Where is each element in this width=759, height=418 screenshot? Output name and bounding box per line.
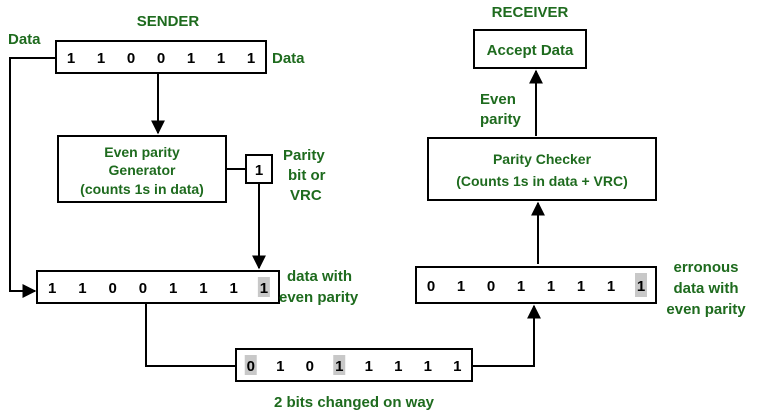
sender-title: SENDER xyxy=(137,13,200,30)
receiver-data-register: 0 1 0 1 1 1 1 1 xyxy=(415,266,657,304)
sender-data-bit: 0 xyxy=(157,50,165,67)
parity-data-bit: 0 xyxy=(139,280,147,297)
sender-data-bit: 1 xyxy=(187,50,195,67)
even-parity-line1: Even xyxy=(480,91,516,108)
parity-data-bit: 1 xyxy=(48,280,56,297)
accept-data-box: Accept Data xyxy=(473,29,587,69)
erroneous-line2: data with xyxy=(673,280,738,297)
channel-line-right xyxy=(472,304,541,367)
parity-data-bit: 1 xyxy=(169,280,177,297)
parity-data-highlight xyxy=(257,277,270,297)
sender-data-register: 1 1 0 0 1 1 1 xyxy=(55,40,267,74)
channel-bit: 1 xyxy=(365,358,373,375)
checker-line1: Parity Checker xyxy=(493,151,592,167)
parity-checker-box: Parity Checker (Counts 1s in data + VRC) xyxy=(427,137,657,201)
data-label: Data xyxy=(272,50,305,67)
bits-changed-label: 2 bits changed on way xyxy=(274,394,435,411)
channel-bit: 1 xyxy=(276,358,284,375)
parity-data-bit: 1 xyxy=(229,280,237,297)
channel-bit: 1 xyxy=(424,358,432,375)
received-bit: 1 xyxy=(517,278,525,295)
received-bit: 1 xyxy=(607,278,615,295)
checker-line2: (Counts 1s in data + VRC) xyxy=(456,173,628,189)
channel-bit: 1 xyxy=(453,358,461,375)
sender-parity-data-register: 1 1 0 0 1 1 1 1 xyxy=(36,270,280,304)
sender-data-bit: 0 xyxy=(127,50,135,67)
received-bit: 0 xyxy=(427,278,435,295)
data-with-parity-line2: even parity xyxy=(279,289,359,306)
received-bit: 1 xyxy=(547,278,555,295)
erroneous-line1: erronous xyxy=(673,259,738,276)
parity-data-bit: 1 xyxy=(199,280,207,297)
data-input-label: Data xyxy=(8,31,41,48)
received-bit: 1 xyxy=(577,278,585,295)
parity-bit-value: 1 xyxy=(255,162,263,179)
channel-bit: 1 xyxy=(394,358,402,375)
accept-data-label: Accept Data xyxy=(487,42,574,59)
parity-label-line2: bit or xyxy=(288,167,326,184)
received-bit: 1 xyxy=(637,278,645,295)
sender-data-bit: 1 xyxy=(67,50,75,67)
parity-bit-box: 1 xyxy=(245,154,273,184)
generator-line1: Even parity xyxy=(104,144,180,160)
parity-label-line3: VRC xyxy=(290,187,322,204)
received-highlight xyxy=(635,273,647,297)
parity-label-line1: Parity xyxy=(283,147,325,164)
channel-bit: 0 xyxy=(306,358,314,375)
channel-bit: 0 xyxy=(247,358,255,375)
sender-data-bit: 1 xyxy=(217,50,225,67)
received-bit: 1 xyxy=(457,278,465,295)
even-parity-line2: parity xyxy=(480,111,522,128)
channel-line-left xyxy=(145,303,236,367)
generator-line2: Generator xyxy=(109,162,176,178)
generator-line3: (counts 1s in data) xyxy=(80,181,204,197)
data-with-parity-line1: data with xyxy=(287,268,352,285)
erroneous-line3: even parity xyxy=(666,301,746,318)
parity-data-bit: 1 xyxy=(78,280,86,297)
channel-highlight xyxy=(333,355,346,375)
channel-register: 0 1 0 1 1 1 1 1 xyxy=(235,348,473,382)
received-bit: 0 xyxy=(487,278,495,295)
sender-data-bit: 1 xyxy=(97,50,105,67)
parity-data-bit: 1 xyxy=(260,280,268,297)
parity-generator-box: Even parity Generator (counts 1s in data… xyxy=(57,135,227,203)
channel-bit: 1 xyxy=(335,358,343,375)
receiver-title: RECEIVER xyxy=(492,4,569,21)
channel-highlight xyxy=(244,355,257,375)
sender-data-bit: 1 xyxy=(247,50,255,67)
data-bypass-arrow xyxy=(9,57,56,298)
parity-data-bit: 0 xyxy=(108,280,116,297)
